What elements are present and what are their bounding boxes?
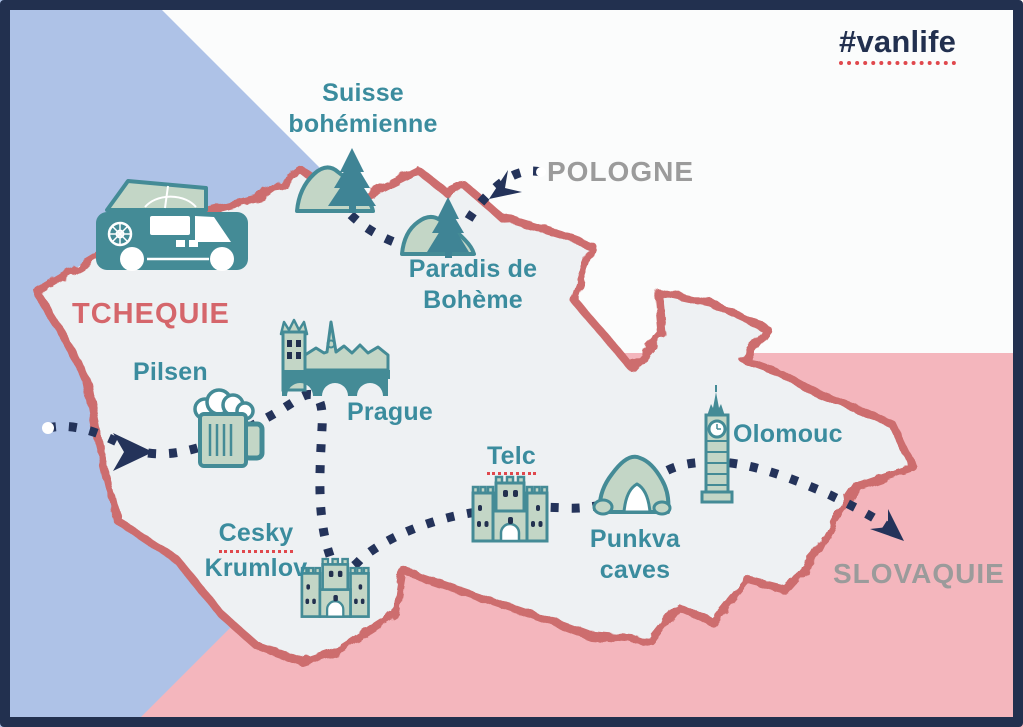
label-pologne: POLOGNE — [547, 156, 695, 187]
label-pilsen: Pilsen — [133, 358, 208, 386]
punkva-line1: Punkva — [589, 525, 681, 553]
czech-map-fill — [36, 170, 913, 662]
campervan-icon — [96, 179, 248, 271]
paradis-line1: Paradis de — [408, 255, 538, 283]
charles-bridge-icon — [279, 318, 390, 396]
route-arrows — [113, 170, 904, 541]
punkva-line2: caves — [599, 556, 671, 584]
suisse-line2: bohémienne — [288, 110, 438, 138]
label-suisse-bohemienne: Suisse bohémienne — [272, 78, 454, 140]
suisse-line1: Suisse — [322, 79, 404, 107]
krumlov-line2: Krumlov — [204, 554, 308, 582]
pologne-start-dot — [536, 167, 546, 177]
label-paradis-de-boheme: Paradis de Bohème — [378, 254, 568, 316]
exit-arrow-icon — [870, 509, 904, 541]
czech-border-crayon-outline — [32, 166, 917, 666]
krumlov-line1: Cesky — [218, 518, 294, 553]
label-punkva-caves: Punkva caves — [574, 524, 696, 586]
telc-castle-icon — [471, 475, 549, 543]
clock-tower-icon — [700, 385, 734, 504]
label-olomouc: Olomouc — [733, 420, 843, 448]
compass-logo-icon — [107, 221, 133, 247]
label-tchequie: TCHEQUIE — [72, 298, 230, 330]
telc-text: Telc — [487, 442, 536, 475]
pologne-entry-path — [459, 166, 543, 231]
pologne-arrow-icon — [489, 170, 522, 199]
suisse-forest-icon — [295, 148, 376, 213]
entry-arrow-icon — [113, 433, 153, 471]
route-start-dot — [42, 422, 54, 434]
cave-icon — [592, 454, 672, 516]
paradis-line2: Bohème — [423, 286, 523, 314]
czech-republic-shape — [32, 166, 917, 666]
label-slovaquie: SLOVAQUIE — [833, 558, 1005, 589]
label-cesky-krumlov: Cesky Krumlov — [181, 518, 331, 584]
vanlife-hashtag: #vanlife — [839, 24, 957, 65]
beer-mug-icon — [193, 388, 265, 468]
label-prague: Prague — [347, 398, 433, 426]
label-telc: Telc — [487, 442, 536, 475]
paradis-forest-icon — [400, 197, 476, 258]
